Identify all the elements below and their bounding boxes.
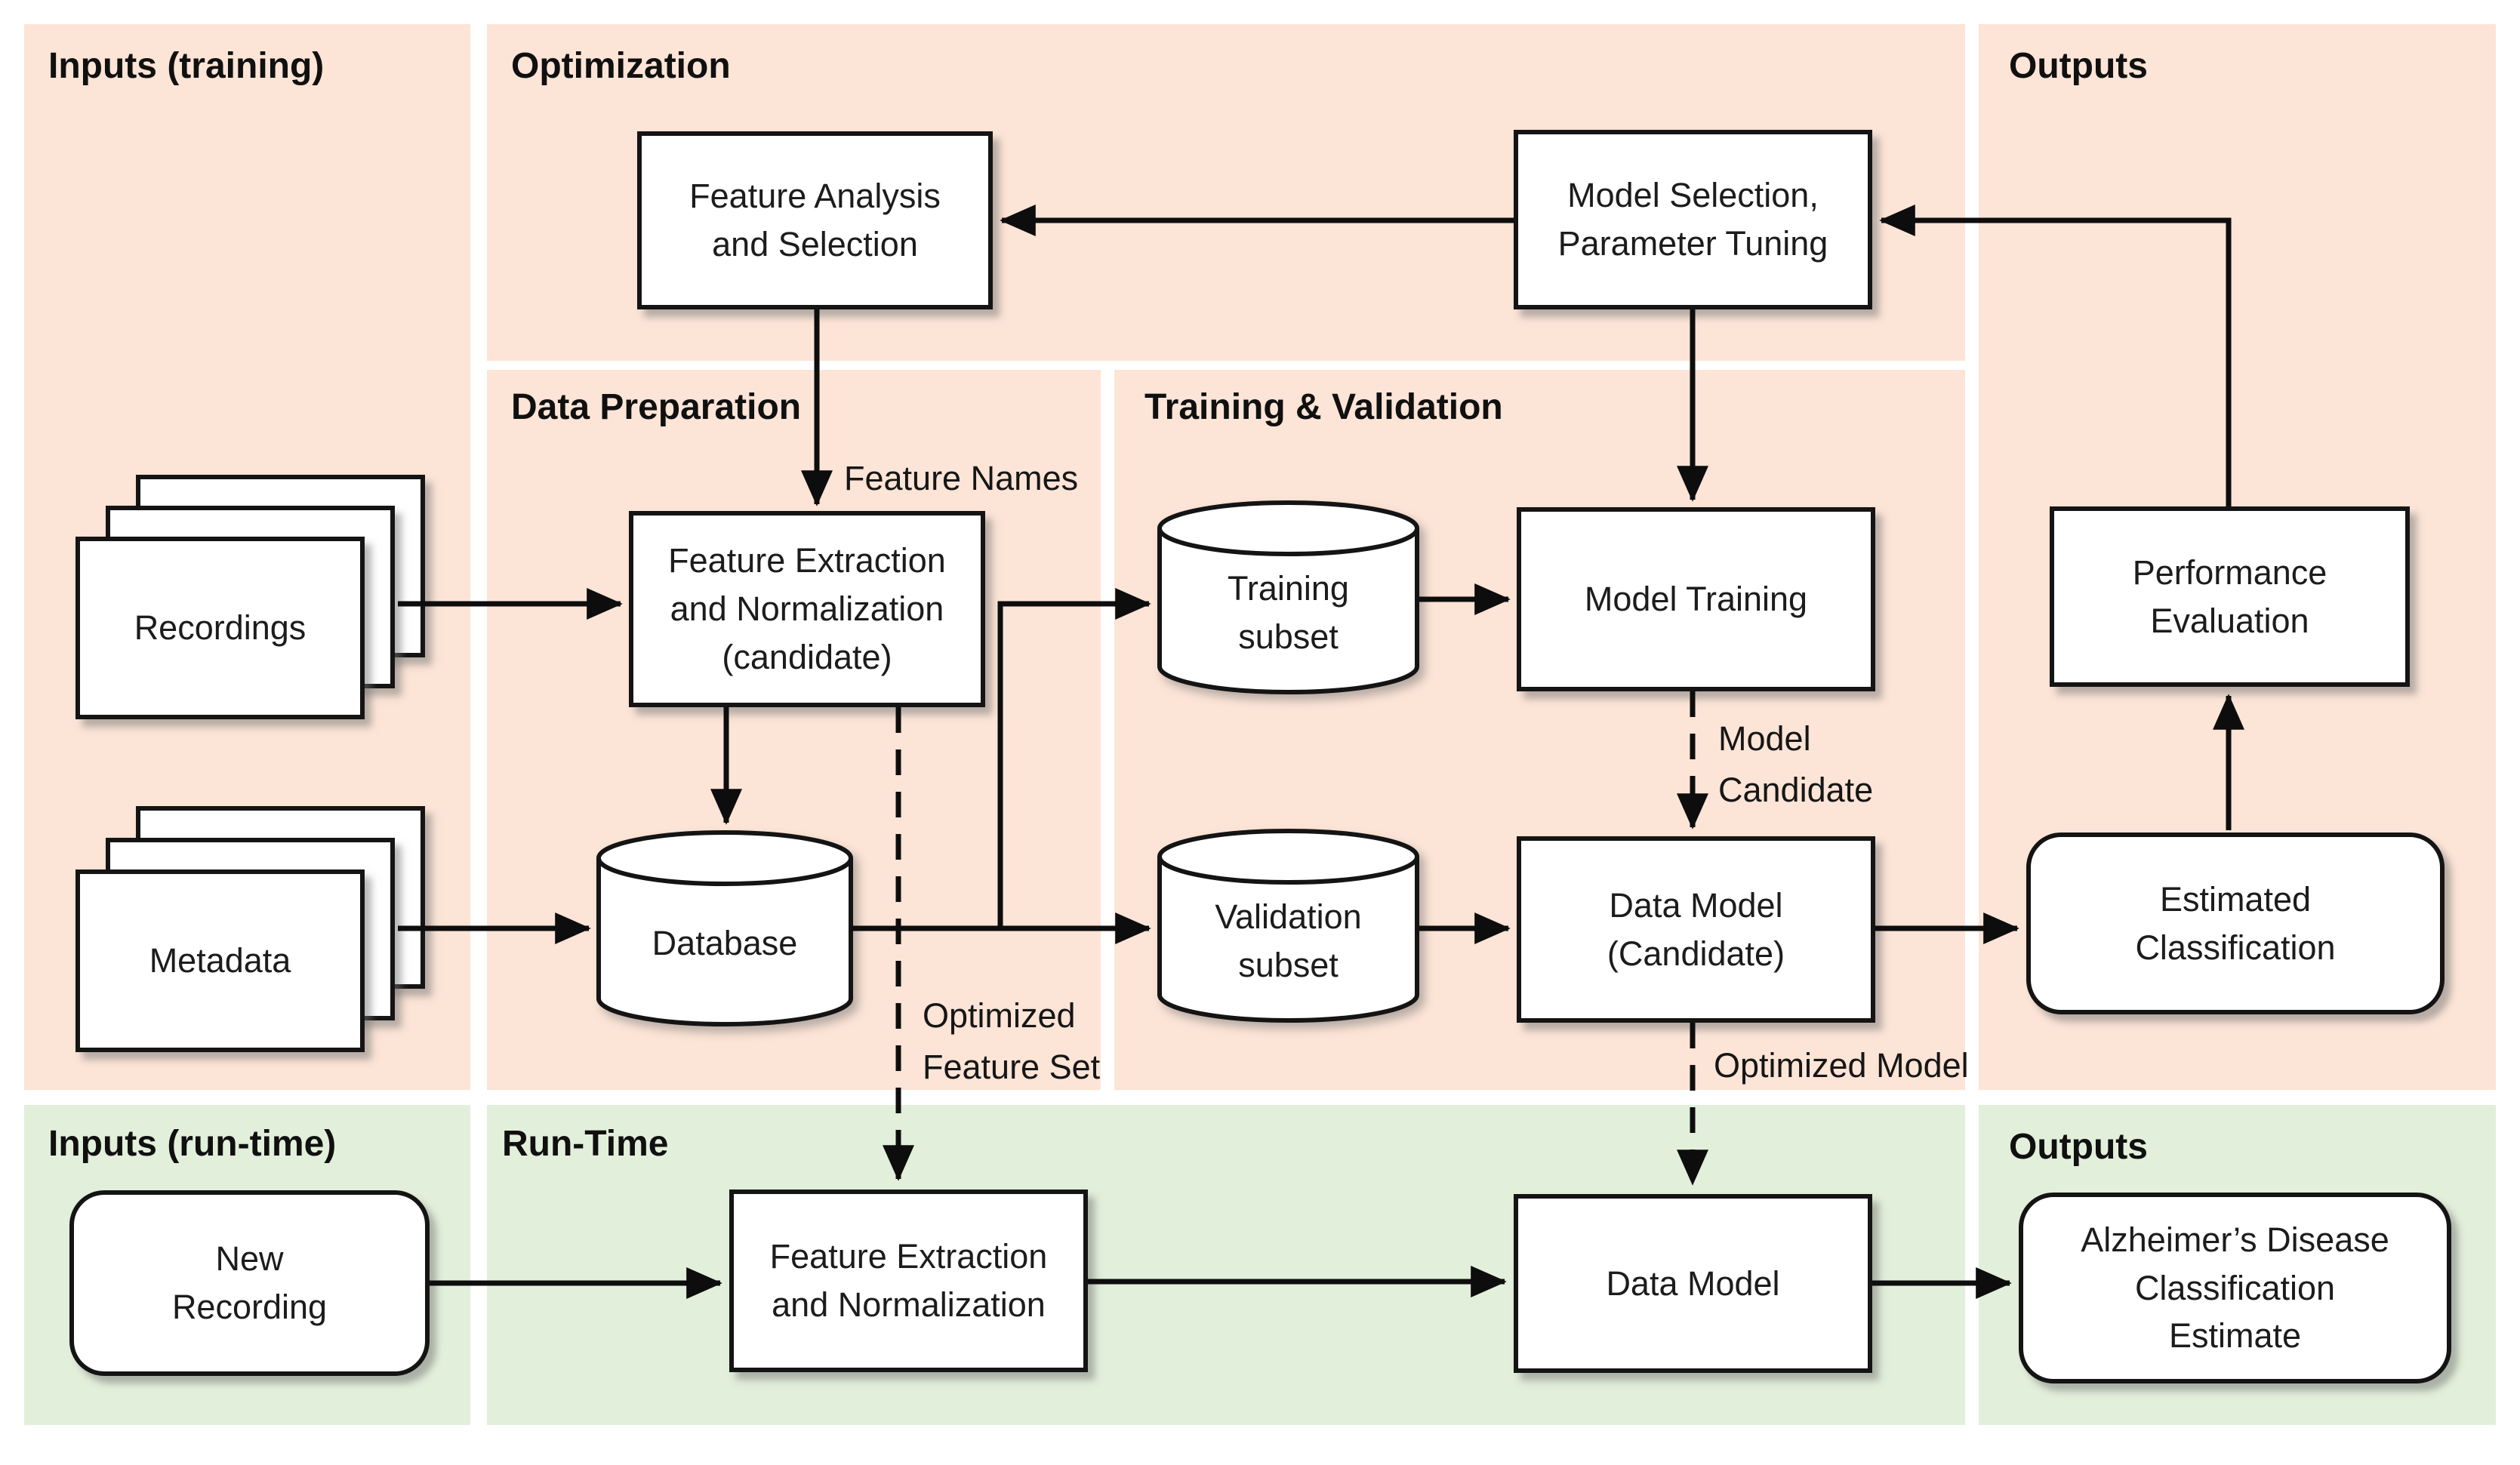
section-title-inputs-runtime: Inputs (run-time): [48, 1124, 337, 1164]
metadata-card-front: Metadata: [75, 869, 365, 1052]
model-selection-box: Model Selection, Parameter Tuning: [1514, 130, 1872, 309]
recordings-card-front: Recordings: [75, 537, 365, 719]
database-label: Database: [652, 924, 798, 963]
new-recording-box: New Recording: [69, 1190, 430, 1376]
data-model-runtime-box: Data Model: [1514, 1194, 1872, 1373]
feature-analysis-box: Feature Analysis and Selection: [637, 131, 993, 309]
validation-subset-cylinder: Validation subset: [1157, 829, 1419, 1023]
performance-evaluation-box: Performance Evaluation: [2050, 506, 2410, 687]
validation-subset-cylinder-shape: [1157, 829, 1419, 1023]
section-title-data-preparation: Data Preparation: [511, 387, 802, 427]
section-title-optimization: Optimization: [511, 46, 731, 86]
training-subset-label: Training subset: [1228, 568, 1349, 656]
database-cylinder-shape: [596, 830, 853, 1026]
section-title-run-time: Run-Time: [502, 1124, 669, 1164]
feature-extraction-runtime-box: Feature Extraction and Normalization: [729, 1190, 1088, 1372]
feature-extraction-candidate-box: Feature Extraction and Normalization (ca…: [629, 511, 985, 707]
ad-estimate-box: Alzheimer’s Disease Classification Estim…: [2019, 1193, 2451, 1383]
data-model-candidate-box: Data Model (Candidate): [1517, 836, 1875, 1023]
estimated-classification-box: Estimated Classification: [2026, 833, 2445, 1014]
model-training-box: Model Training: [1517, 507, 1875, 691]
section-title-inputs-training: Inputs (training): [48, 46, 325, 86]
feature-names-label: Feature Names: [844, 459, 1079, 497]
training-subset-cylinder: Training subset: [1157, 500, 1419, 694]
training-subset-cylinder-shape: [1157, 500, 1419, 694]
model-candidate-label: Model Candidate: [1718, 719, 1874, 809]
validation-subset-label: Validation subset: [1215, 897, 1362, 984]
section-title-training-validation: Training & Validation: [1144, 387, 1503, 427]
section-title-outputs-runtime: Outputs: [2009, 1127, 2148, 1167]
section-title-outputs-training: Outputs: [2009, 46, 2148, 86]
optimized-model-label: Optimized Model: [1714, 1046, 1969, 1085]
optimized-feature-set-label: Optimized Feature Set: [923, 996, 1101, 1086]
metadata-label: Metadata: [149, 941, 291, 980]
database-cylinder: Database: [596, 830, 853, 1026]
recordings-label: Recordings: [134, 608, 307, 647]
